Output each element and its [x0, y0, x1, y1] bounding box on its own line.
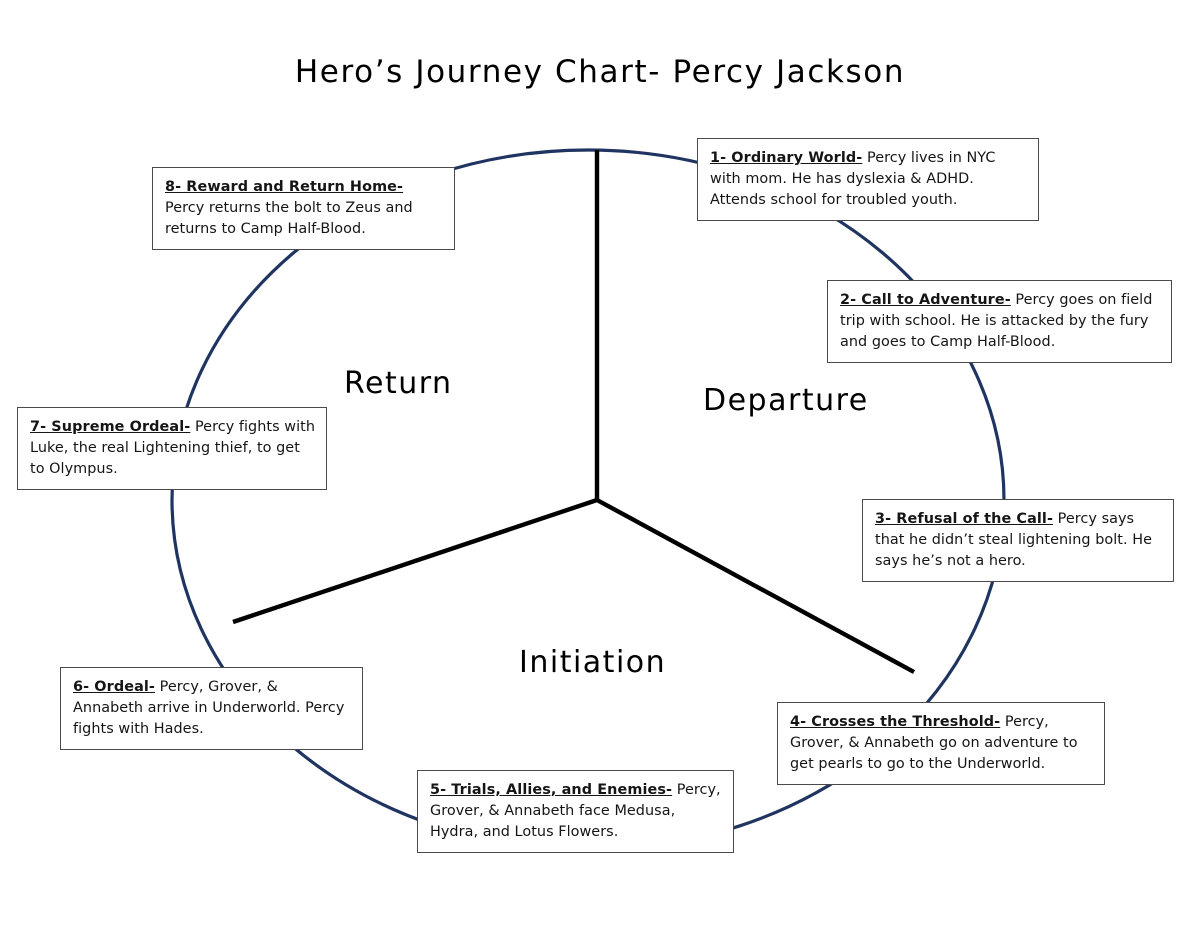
- journey-step-box-5: 5- Trials, Allies, and Enemies- Percy, G…: [417, 770, 734, 853]
- journey-step-title-7: 7- Supreme Ordeal-: [30, 419, 191, 435]
- journey-step-box-2: 2- Call to Adventure- Percy goes on fiel…: [827, 280, 1172, 363]
- stage-label-departure: Departure: [703, 383, 869, 418]
- journey-step-description-6: Percy, Grover, & Annabeth arrive in Unde…: [73, 679, 345, 738]
- journey-step-description-7: Percy fights with Luke, the real Lighten…: [30, 419, 316, 478]
- journey-step-box-1: 1- Ordinary World- Percy lives in NYC wi…: [697, 138, 1039, 221]
- spoke-lower-left: [232, 497, 598, 625]
- journey-step-description-3: Percy says that he didn’t steal lighteni…: [875, 511, 1153, 570]
- journey-step-title-5: 5- Trials, Allies, and Enemies-: [430, 782, 673, 798]
- stage-label-initiation: Initiation: [519, 645, 667, 680]
- journey-step-box-6: 6- Ordeal- Percy, Grover, & Annabeth arr…: [60, 667, 363, 750]
- journey-step-box-8: 8- Reward and Return Home- Percy returns…: [152, 167, 455, 250]
- journey-step-description-8: Percy returns the bolt to Zeus and retur…: [165, 200, 413, 238]
- journey-step-description-4: Percy, Grover, & Annabeth go on adventur…: [790, 714, 1078, 773]
- journey-step-title-3: 3- Refusal of the Call-: [875, 511, 1054, 527]
- journey-step-title-8: 8- Reward and Return Home-: [165, 179, 404, 195]
- journey-step-box-7: 7- Supreme Ordeal- Percy fights with Luk…: [17, 407, 327, 490]
- spoke-lower-right: [595, 498, 916, 674]
- stage-label-return: Return: [344, 366, 453, 401]
- journey-step-title-6: 6- Ordeal-: [73, 679, 156, 695]
- page-title: Hero’s Journey Chart- Percy Jackson: [294, 54, 906, 90]
- journey-step-title-4: 4- Crosses the Threshold-: [790, 714, 1001, 730]
- journey-step-box-4: 4- Crosses the Threshold- Percy, Grover,…: [777, 702, 1105, 785]
- journey-step-description-1: Percy lives in NYC with mom. He has dysl…: [710, 150, 996, 209]
- journey-step-title-1: 1- Ordinary World-: [710, 150, 863, 166]
- journey-step-box-3: 3- Refusal of the Call- Percy says that …: [862, 499, 1174, 582]
- journey-step-description-2: Percy goes on field trip with school. He…: [840, 292, 1153, 351]
- journey-step-title-2: 2- Call to Adventure-: [840, 292, 1011, 308]
- journey-step-description-5: Percy, Grover, & Annabeth face Medusa, H…: [430, 782, 721, 841]
